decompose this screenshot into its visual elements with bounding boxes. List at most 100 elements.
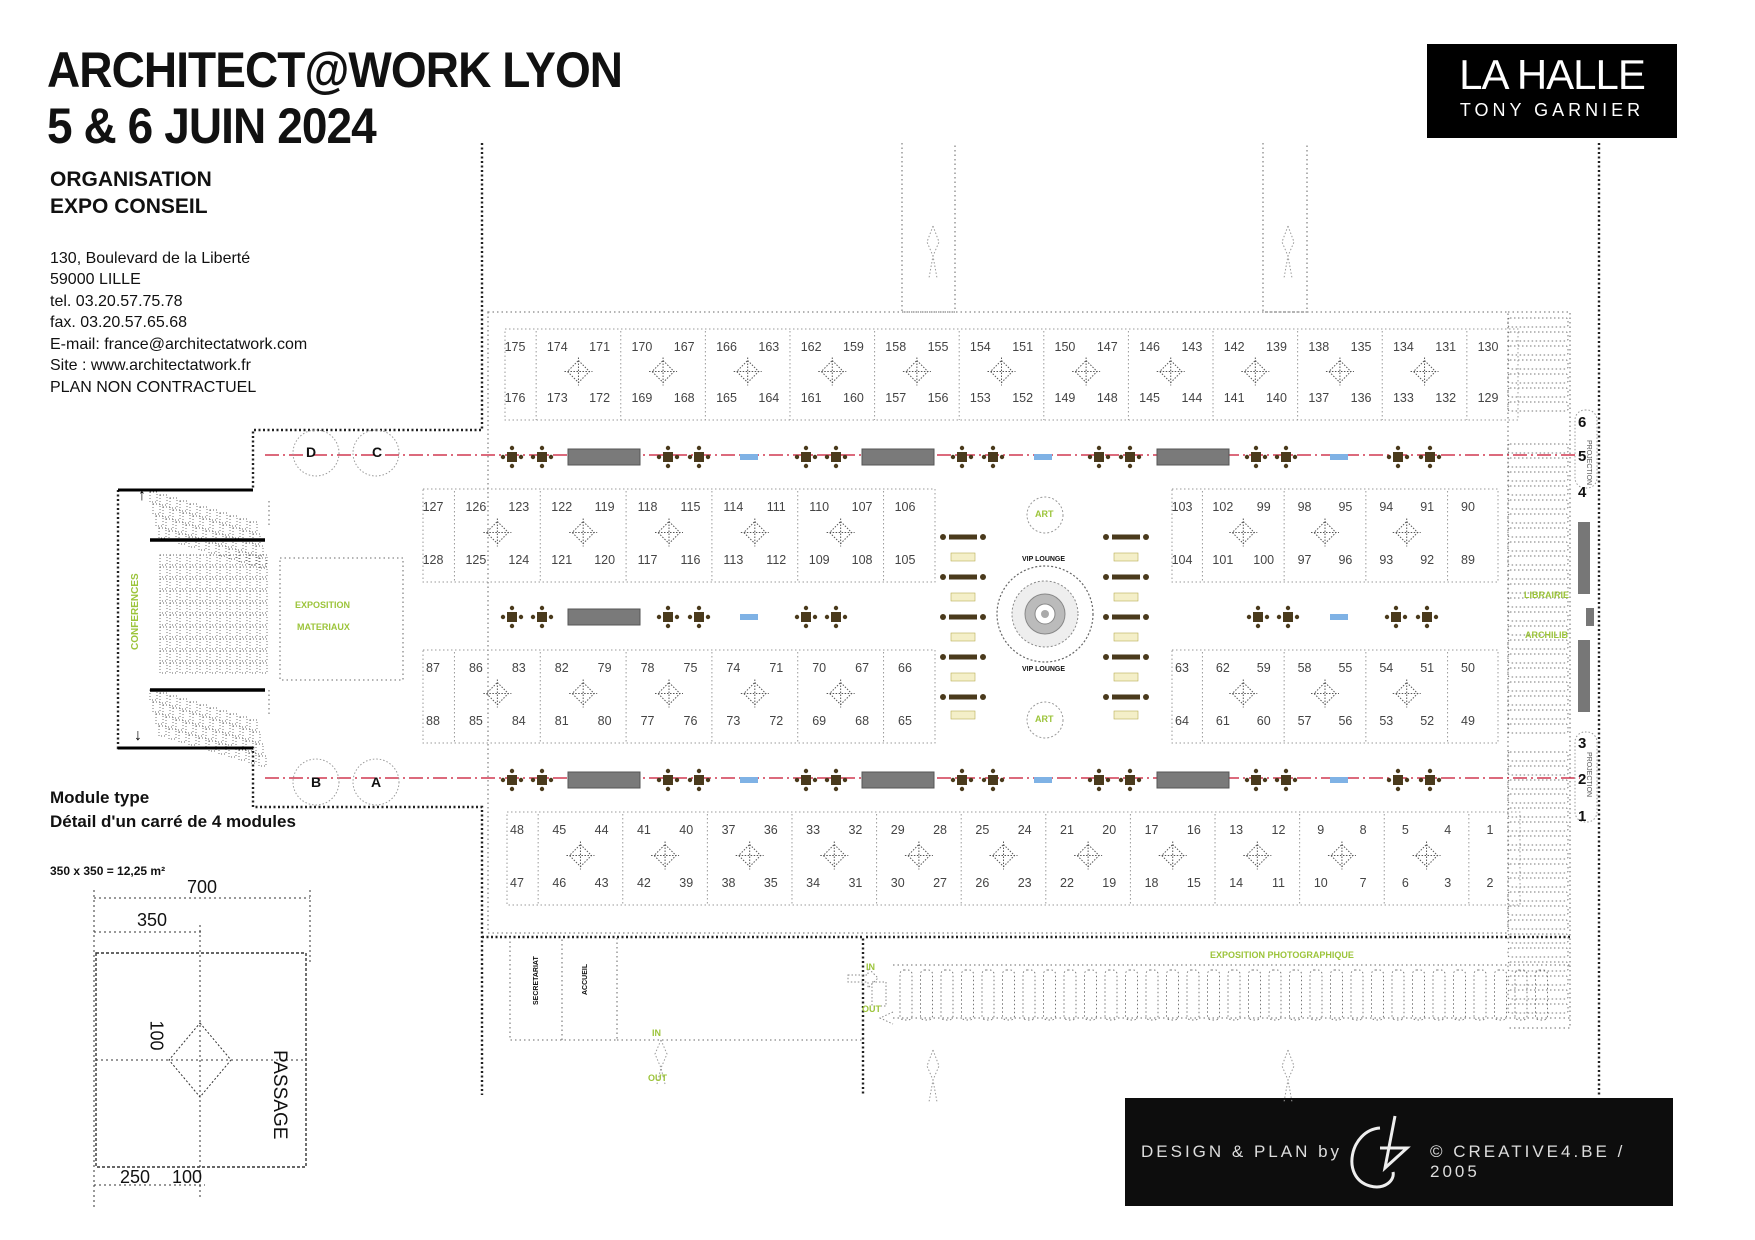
stand-number: 55: [1338, 661, 1352, 675]
conference-seat: [235, 737, 244, 749]
display-panel: [1507, 933, 1569, 944]
water-feature-icon: [1330, 454, 1348, 460]
stand-number: 101: [1212, 553, 1233, 567]
conference-seat: [245, 740, 254, 752]
bar-counter: [861, 771, 935, 789]
conference-seat: [199, 662, 208, 674]
bar-counter: [1156, 771, 1230, 789]
conference-seat: [179, 602, 188, 614]
credit-right: © CREATIVE4.BE / 2005: [1430, 1142, 1626, 1181]
conference-seat: [239, 590, 248, 602]
conference-seat: [192, 515, 201, 527]
conference-seat: [242, 728, 251, 740]
stand-number: 30: [891, 876, 905, 890]
conference-seat: [209, 509, 218, 521]
lounge-bench: [1112, 654, 1140, 660]
stand-number: 89: [1461, 553, 1475, 567]
stand-number: 26: [975, 876, 989, 890]
conference-seat: [219, 614, 228, 626]
conference-seat: [185, 524, 194, 536]
table-icon: [1125, 775, 1135, 785]
conference-seat: [172, 509, 181, 521]
archilib-shelf: [1578, 640, 1590, 712]
stand-number: 135: [1351, 340, 1372, 354]
stand-number: 80: [598, 714, 612, 728]
conference-seat: [159, 638, 168, 650]
table-icon: [507, 775, 517, 785]
conference-seat: [169, 638, 178, 650]
conference-seat: [165, 716, 174, 728]
conference-seat: [168, 728, 177, 740]
table-icon: [663, 612, 673, 622]
display-panel: [1507, 653, 1569, 664]
stand-number: 162: [801, 340, 822, 354]
photo-panel: [1371, 969, 1384, 1021]
display-panel: [1507, 765, 1569, 776]
conference-seat: [189, 578, 198, 590]
stand-number: 105: [895, 553, 916, 567]
conference-seat: [209, 602, 218, 614]
stand-number: 77: [641, 714, 655, 728]
stand-number: 39: [679, 876, 693, 890]
conference-seat: [189, 566, 198, 578]
table-icon: [831, 452, 841, 462]
stand-number: 19: [1102, 876, 1116, 890]
conference-seat: [199, 614, 208, 626]
stand-number: 3: [1444, 876, 1451, 890]
conference-seat: [209, 707, 218, 719]
conference-seat: [219, 512, 228, 524]
display-panel: [1507, 695, 1569, 706]
contact-site[interactable]: Site : www.architectatwork.fr: [50, 357, 251, 374]
display-panel: [1507, 639, 1569, 650]
conference-seat: [189, 590, 198, 602]
stand-number: 119: [595, 500, 615, 514]
conference-seat: [209, 554, 218, 566]
stand-number: 133: [1393, 391, 1414, 405]
stand-number: 37: [722, 823, 736, 837]
stand-number: 111: [767, 500, 786, 514]
display-panel: [1507, 569, 1569, 580]
stand-number: 124: [508, 553, 529, 567]
conference-seat: [165, 518, 174, 530]
circle-label-b: B: [311, 774, 322, 790]
conference-seat: [219, 590, 228, 602]
stand-number: 146: [1139, 340, 1160, 354]
conference-seat: [169, 614, 178, 626]
photo-panel: [1084, 969, 1097, 1021]
conference-seat: [152, 503, 161, 515]
contact-fax: fax. 03.20.57.65.68: [50, 314, 187, 331]
vip-lounge-label-top: VIP LOUNGE: [1022, 556, 1066, 563]
table-icon: [988, 775, 998, 785]
display-panel: [1507, 457, 1569, 468]
stand-number: 98: [1298, 500, 1312, 514]
stand-number: 62: [1216, 661, 1230, 675]
stand-number: 43: [595, 876, 609, 890]
accueil-label: ACCUEIL: [582, 963, 589, 995]
lounge-seat: [1113, 592, 1139, 602]
stand-number: 163: [758, 340, 779, 354]
conference-seat: [249, 626, 258, 638]
credit-banner: DESIGN & PLAN by © CREATIVE4.BE / 2005: [1125, 1098, 1673, 1206]
stand-number: 36: [764, 823, 778, 837]
conference-seat: [258, 755, 267, 767]
conference-seat: [219, 554, 228, 566]
table-icon: [663, 452, 673, 462]
contact-email[interactable]: E-mail: france@architectatwork.com: [50, 336, 308, 353]
conference-seat: [239, 614, 248, 626]
page-title: ARCHITECT@WORK LYON: [47, 42, 623, 98]
photo-panel: [1309, 969, 1323, 1021]
stand-number: 113: [723, 553, 743, 567]
conference-seat: [159, 578, 168, 590]
table-icon: [537, 775, 547, 785]
display-panel: [1507, 905, 1569, 916]
conference-seat: [239, 716, 248, 728]
conference-seat: [179, 590, 188, 602]
module-title: Module type Détail d'un carré de 4 modul…: [50, 786, 296, 834]
display-panel: [1507, 331, 1569, 342]
conference-seat: [249, 638, 258, 650]
conference-seat: [159, 662, 168, 674]
water-feature-icon: [740, 454, 758, 460]
conference-seat: [159, 650, 168, 662]
stand-number: 90: [1461, 500, 1475, 514]
stand-number: 161: [801, 391, 822, 405]
